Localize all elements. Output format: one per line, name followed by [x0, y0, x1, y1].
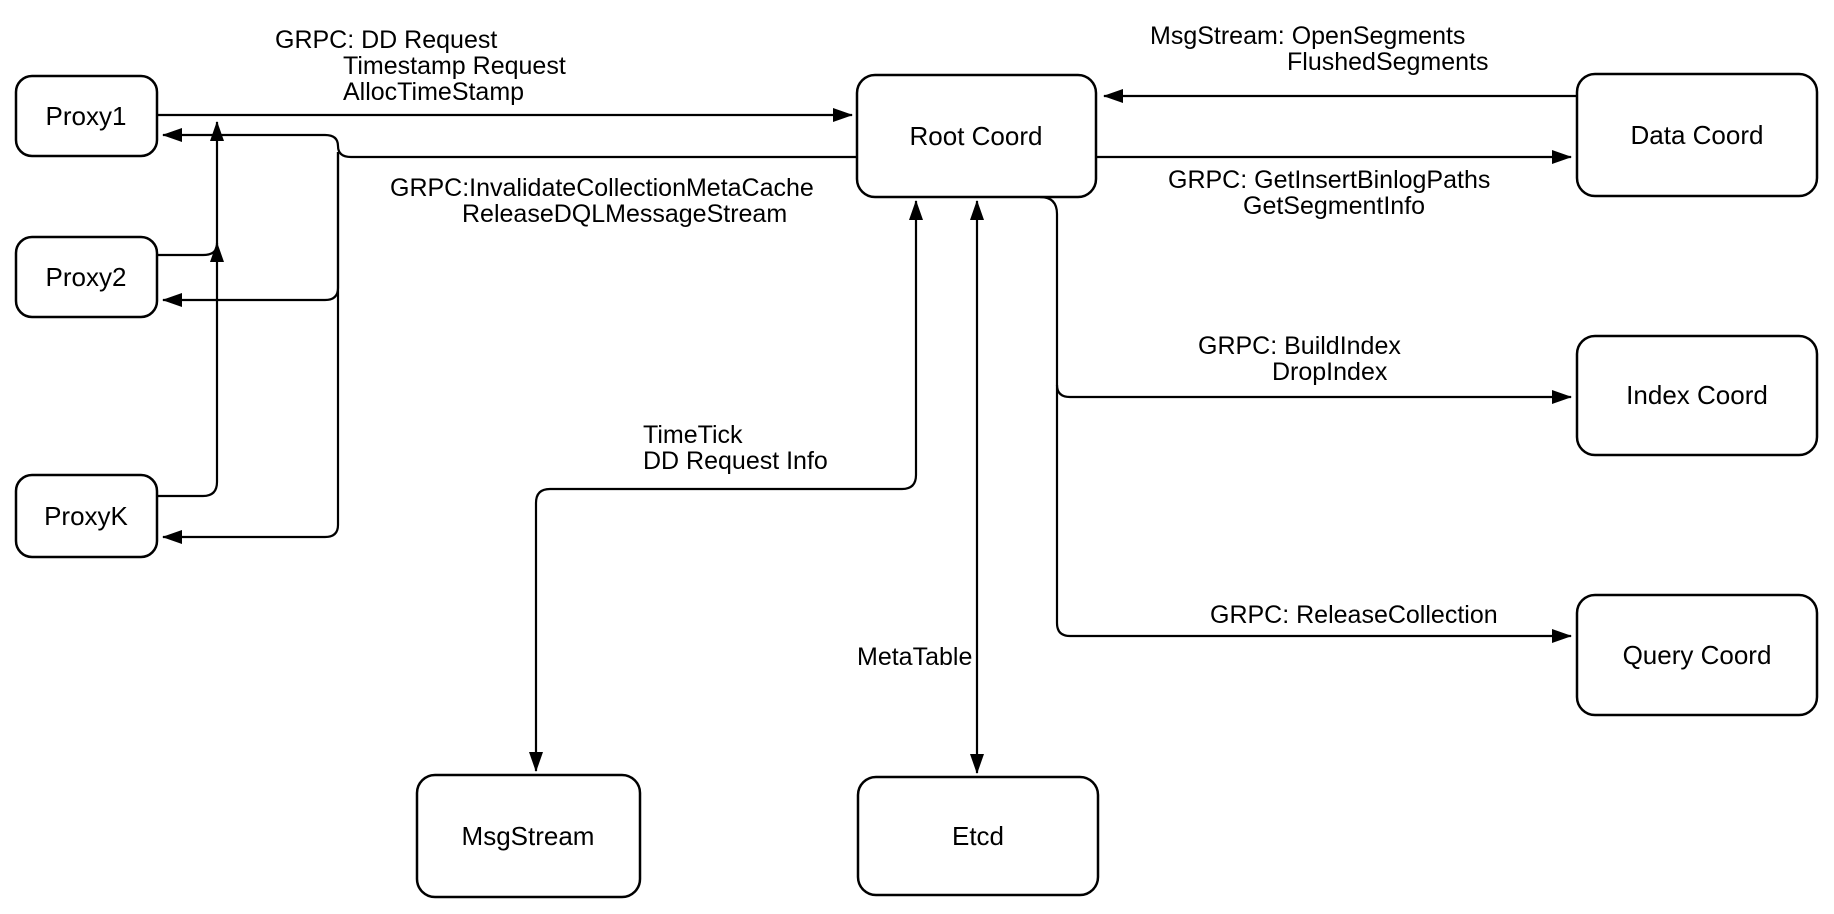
node-proxyk: ProxyK [14, 473, 159, 559]
node-index-coord: Index Coord [1575, 334, 1819, 457]
query-coord-box [1575, 593, 1819, 717]
proxy1-label: Proxy1 [46, 101, 127, 131]
edge-root-coord-to-query-coord [1039, 195, 1572, 643]
proxy2-label: Proxy2 [46, 262, 127, 292]
label-data-to-root: MsgStream: OpenSegments FlushedSegments [1150, 22, 1489, 76]
proxyk-box [14, 473, 159, 559]
query-coord-label: Query Coord [1623, 640, 1772, 670]
edge-root-coord-to-index-coord [1055, 384, 1572, 404]
proxy1-box [14, 74, 159, 158]
msgstream-label: MsgStream [462, 821, 595, 851]
node-msgstream: MsgStream [415, 773, 642, 899]
node-root-coord: Root Coord [855, 73, 1098, 199]
root-coord-label: Root Coord [910, 121, 1043, 151]
index-coord-label: Index Coord [1626, 380, 1768, 410]
node-proxy2: Proxy2 [14, 235, 159, 319]
edge-label-line: GRPC: GetInsertBinlogPaths [1168, 166, 1490, 194]
node-query-coord: Query Coord [1575, 593, 1819, 717]
edge-root-coord-to-proxy1 [162, 128, 857, 159]
label-root-to-data: GRPC: GetInsertBinlogPaths GetSegmentInf… [1168, 166, 1490, 220]
edge-label-line: MetaTable [857, 643, 972, 671]
edge-label-line: ReleaseDQLMessageStream [462, 200, 787, 228]
index-coord-box [1575, 334, 1819, 457]
proxy2-box [14, 235, 159, 319]
label-proxy-to-root: GRPC: DD Request Timestamp Request Alloc… [275, 26, 566, 106]
data-coord-box [1575, 72, 1819, 198]
edge-label-line: AllocTimeStamp [343, 78, 524, 106]
edge-label-line: DropIndex [1272, 358, 1388, 386]
edge-label-line: GRPC: DD Request [275, 26, 497, 54]
label-root-to-query: GRPC: ReleaseCollection [1210, 601, 1498, 629]
edge-label-line: DD Request Info [643, 447, 828, 475]
node-data-coord: Data Coord [1575, 72, 1819, 198]
edge-label-line: GRPC:InvalidateCollectionMetaCache [390, 174, 814, 202]
msgstream-box [415, 773, 642, 899]
edge-proxy2-merge-stub [157, 242, 224, 262]
root-coord-box [855, 73, 1098, 199]
label-root-to-index: GRPC: BuildIndex DropIndex [1198, 332, 1401, 386]
edge-root-coord-msgstream [529, 200, 923, 772]
edge-label-line: GRPC: ReleaseCollection [1210, 601, 1498, 629]
edge-label-line: TimeTick [643, 421, 743, 449]
data-coord-label: Data Coord [1631, 120, 1764, 150]
etcd-label: Etcd [952, 821, 1004, 851]
label-root-to-etcd: MetaTable [857, 643, 972, 671]
proxyk-label: ProxyK [44, 501, 128, 531]
edge-root-coord-to-proxy2 [162, 152, 340, 307]
label-root-to-proxies: GRPC:InvalidateCollectionMetaCache Relea… [390, 174, 814, 228]
node-proxy1: Proxy1 [14, 74, 159, 158]
edge-label-line: GetSegmentInfo [1243, 192, 1425, 220]
etcd-box [856, 775, 1100, 897]
edge-label-line: MsgStream: OpenSegments [1150, 22, 1465, 50]
node-etcd: Etcd [856, 775, 1100, 897]
label-root-to-msgstream: TimeTick DD Request Info [643, 421, 828, 475]
edge-label-line: FlushedSegments [1287, 48, 1489, 76]
edge-label-line: Timestamp Request [343, 52, 566, 80]
edge-label-line: GRPC: BuildIndex [1198, 332, 1401, 360]
edge-root-coord-to-proxyk [162, 152, 340, 544]
edge-proxyk-merge-trunk [157, 121, 224, 498]
